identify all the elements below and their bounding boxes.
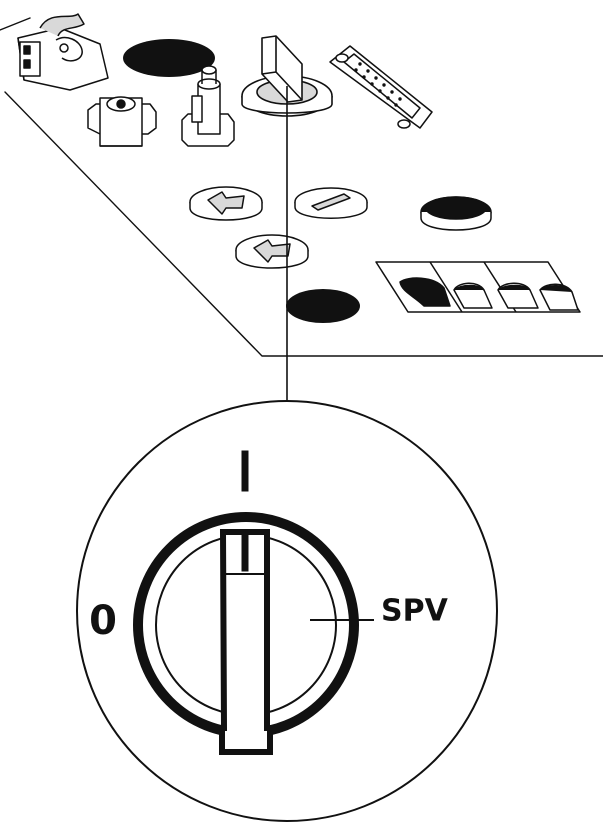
round-button-arrow-upper <box>189 186 263 221</box>
black-oval-lower <box>286 289 360 323</box>
round-button-slot <box>294 187 368 219</box>
terminal-connector <box>17 13 109 91</box>
board-outline <box>4 91 603 357</box>
board-top-edge <box>0 17 31 31</box>
black-oval-pad <box>123 39 215 77</box>
label-off: 0 <box>89 598 117 644</box>
black-round-button <box>420 196 492 231</box>
sub-d-connector <box>329 45 433 129</box>
key-slot-handle <box>219 529 273 755</box>
rocker-switch-bank <box>375 261 581 313</box>
square-relay <box>87 96 157 147</box>
round-button-arrow-lower <box>235 234 309 269</box>
upright-post <box>181 65 235 147</box>
label-service: SPV <box>381 594 449 629</box>
control-board <box>0 17 603 357</box>
key-switch-enlarged <box>133 450 374 755</box>
